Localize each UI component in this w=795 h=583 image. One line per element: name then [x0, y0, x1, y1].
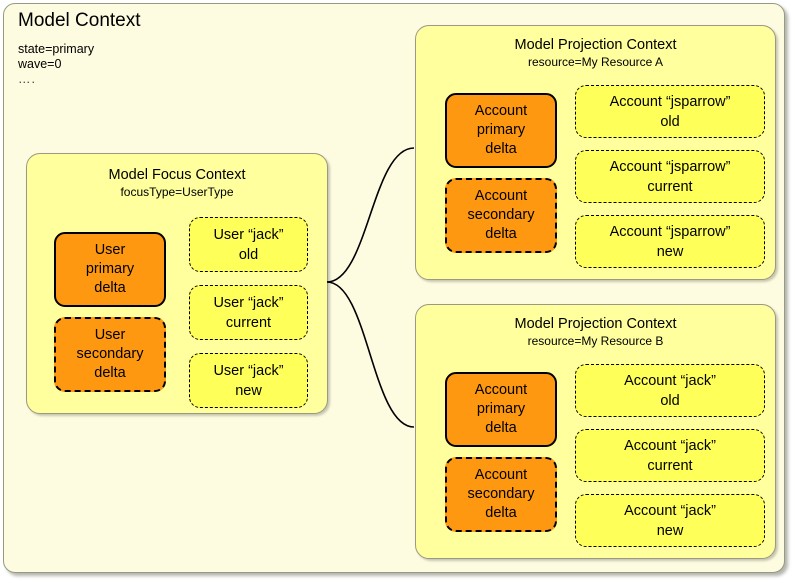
projection-a-title: Model Projection Context — [514, 37, 677, 53]
model-projection-context-a-panel: Model Projection Context resource=My Res… — [415, 25, 776, 280]
focus-context-title: Model Focus Context — [108, 167, 246, 183]
focus-object-old-box[interactable]: User “jack”old — [189, 217, 308, 272]
projection-a-heading: Model Projection Context resource=My Res… — [416, 36, 775, 70]
projection-b-object-new-box[interactable]: Account “jack”new — [575, 494, 765, 547]
focus-object-new-box[interactable]: User “jack”new — [189, 353, 308, 408]
model-context-title: Model Context — [18, 10, 141, 31]
focus-context-subtitle: focusType=UserType — [120, 185, 234, 199]
focus-object-current-box[interactable]: User “jack”current — [189, 285, 308, 340]
projection-b-object-old-box[interactable]: Account “jack”old — [575, 364, 765, 417]
model-projection-context-b-panel: Model Projection Context resource=My Res… — [415, 304, 776, 559]
projection-a-object-new-box[interactable]: Account “jsparrow”new — [575, 215, 765, 268]
projection-b-object-current-box[interactable]: Account “jack”current — [575, 429, 765, 482]
focus-context-heading: Model Focus Context focusType=UserType — [27, 166, 327, 200]
projection-b-title: Model Projection Context — [514, 316, 677, 332]
model-context-property-state: state=primary — [18, 42, 95, 56]
model-context-property-ellipsis: …. — [18, 72, 36, 86]
projection-a-object-old-box[interactable]: Account “jsparrow”old — [575, 85, 765, 138]
projection-a-object-current-box[interactable]: Account “jsparrow”current — [575, 150, 765, 203]
projection-b-subtitle: resource=My Resource B — [527, 334, 664, 348]
model-context-panel: Model Context state=primary wave=0 …. Mo… — [3, 3, 785, 573]
model-focus-context-panel: Model Focus Context focusType=UserType U… — [26, 153, 328, 414]
projection-b-heading: Model Projection Context resource=My Res… — [416, 315, 775, 349]
projection-a-subtitle: resource=My Resource A — [527, 55, 664, 69]
model-context-properties: state=primary wave=0 …. — [18, 42, 94, 87]
model-context-property-wave: wave=0 — [18, 57, 62, 71]
